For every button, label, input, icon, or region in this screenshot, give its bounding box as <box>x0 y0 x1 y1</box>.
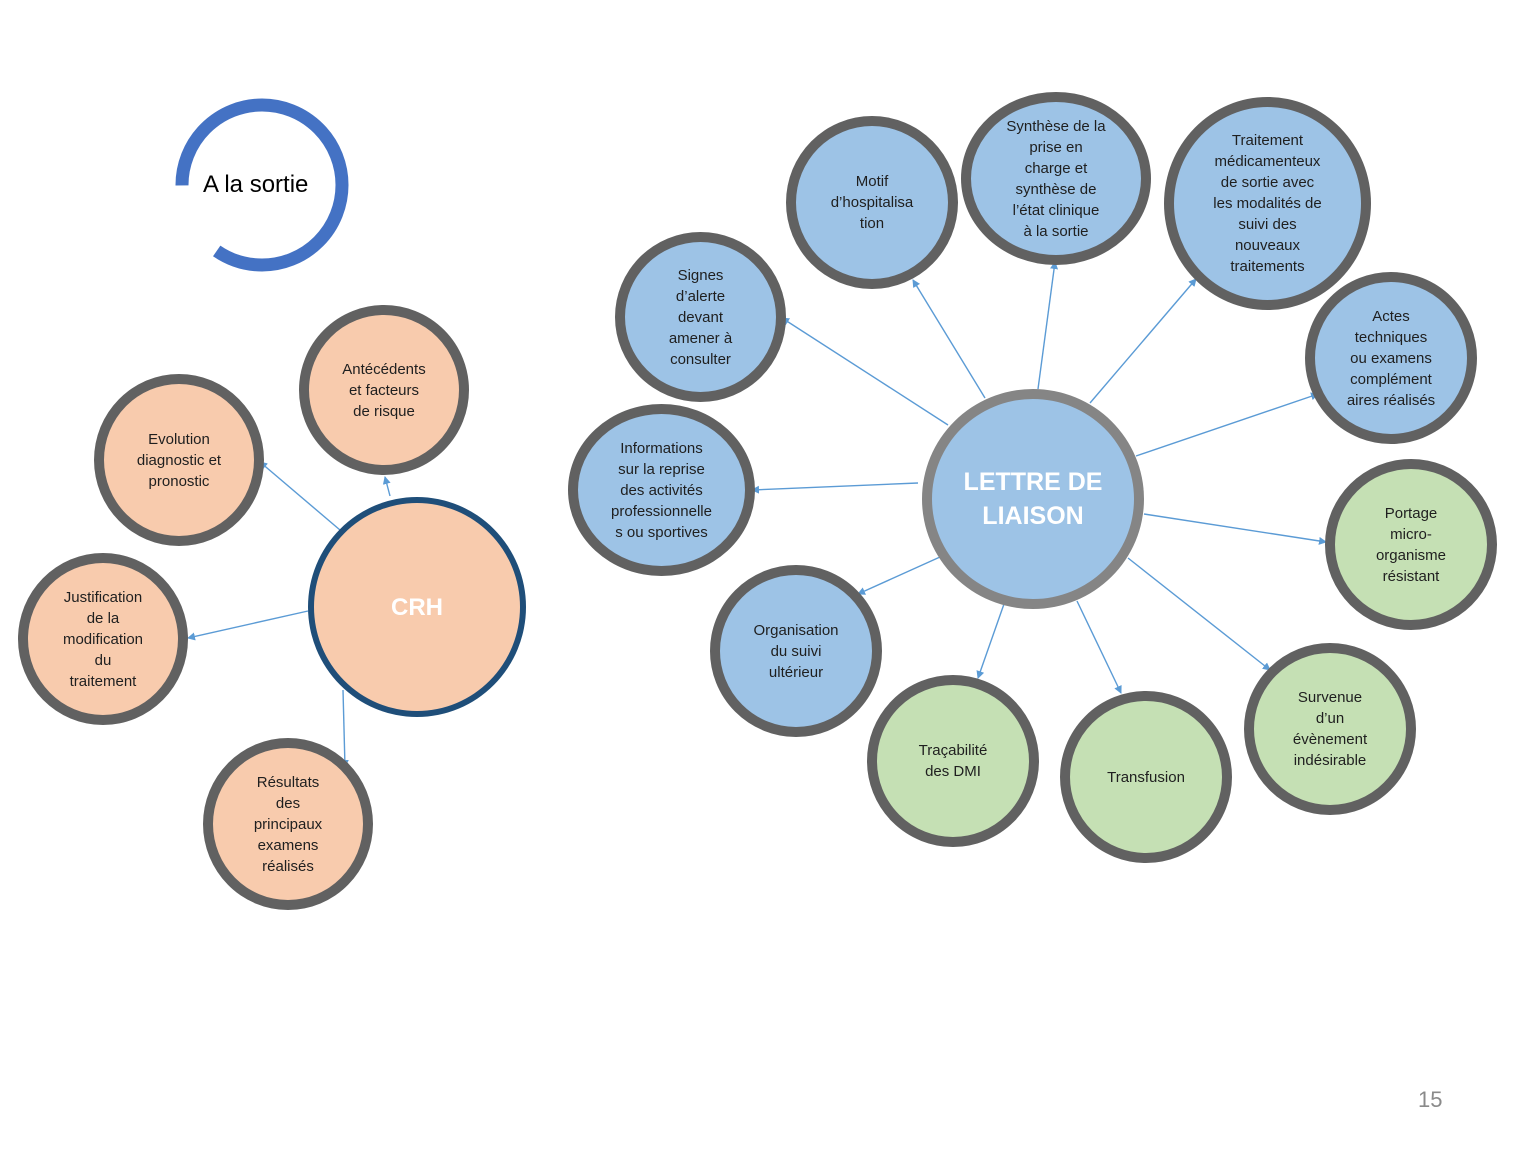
node-traitement-label: Traitement médicamenteux de sortie avec … <box>1213 132 1322 275</box>
connector-crh-to-antecedents <box>382 476 391 497</box>
connector-liaison-to-actes <box>1135 392 1319 457</box>
connector-liaison-to-synthese <box>1037 261 1059 390</box>
node-actes-label: Actes techniques ou examens complément a… <box>1346 307 1436 409</box>
node-informations-label: Informations sur la reprise des activité… <box>611 439 712 541</box>
title-ring-icon <box>175 98 349 272</box>
node-synthese: Synthèse de la prise en charge et synthè… <box>961 92 1151 265</box>
node-motif-label: Motif d’hospitalisa tion <box>830 173 914 232</box>
node-resultats-label: Résultats des principaux examens réalisé… <box>253 773 323 875</box>
page-title: A la sortie <box>203 171 309 198</box>
hub-crh: CRH <box>308 497 526 717</box>
hub-lettre-de-liaison: LETTRE DE LIAISON <box>922 389 1144 609</box>
node-transfusion-label: Transfusion <box>1107 768 1185 786</box>
node-tracabilite-label: Traçabilité des DMI <box>918 742 988 780</box>
connector-liaison-to-organisation <box>857 556 941 595</box>
node-motif: Motif d’hospitalisa tion <box>786 116 958 289</box>
connector-crh-to-evolution <box>259 461 341 531</box>
connector-liaison-to-portage <box>1143 513 1327 545</box>
node-antecedents-label: Antécédents et facteurs de risque <box>342 360 426 420</box>
connector-crh-to-justification <box>187 610 309 641</box>
hub-lettre-de-liaison-label: LETTRE DE LIAISON <box>963 468 1103 530</box>
connector-crh-to-resultats <box>340 689 349 768</box>
connector-liaison-to-signes <box>781 317 949 426</box>
node-tracabilite: Traçabilité des DMI <box>867 675 1039 847</box>
node-organisation: Organisation du suivi ultérieur <box>710 565 882 737</box>
connector-liaison-to-survenue <box>1127 557 1271 671</box>
node-portage: Portage micro- organisme résistant <box>1325 459 1497 630</box>
node-evolution-label: Evolution diagnostic et pronostic <box>136 430 222 490</box>
connector-liaison-to-traitement <box>1089 278 1197 404</box>
page-number: 15 <box>1418 1087 1443 1112</box>
node-survenue: Survenue d’un évènement indésirable <box>1244 643 1416 815</box>
node-justification-label: Justification de la modification du trai… <box>62 588 144 690</box>
node-transfusion: Transfusion <box>1060 691 1232 863</box>
node-portage-label: Portage micro- organisme résistant <box>1375 504 1447 585</box>
connector-liaison-to-transfusion <box>1076 600 1122 694</box>
node-resultats: Résultats des principaux examens réalisé… <box>203 738 373 910</box>
node-actes: Actes techniques ou examens complément a… <box>1305 272 1477 444</box>
node-justification: Justification de la modification du trai… <box>18 553 188 725</box>
node-traitement: Traitement médicamenteux de sortie avec … <box>1164 97 1371 310</box>
node-evolution: Evolution diagnostic et pronostic <box>94 374 264 546</box>
node-survenue-label: Survenue d’un évènement indésirable <box>1292 689 1368 769</box>
connector-liaison-to-tracabilite <box>976 603 1005 679</box>
node-signes-label: Signes d’alerte devant amener à consulte… <box>668 266 733 368</box>
node-synthese-label: Synthèse de la prise en charge et synthè… <box>1006 117 1106 240</box>
connector-liaison-to-informations <box>751 482 919 494</box>
node-antecedents: Antécédents et facteurs de risque <box>299 305 469 475</box>
node-organisation-label: Organisation du suivi ultérieur <box>753 621 839 681</box>
connector-liaison-to-motif <box>912 279 986 399</box>
node-signes: Signes d’alerte devant amener à consulte… <box>615 232 786 402</box>
hub-crh-label: CRH <box>391 593 443 621</box>
node-informations: Informations sur la reprise des activité… <box>568 404 755 576</box>
